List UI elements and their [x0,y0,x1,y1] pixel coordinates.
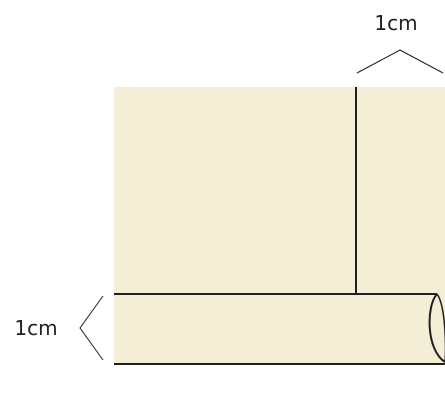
left-dimension-label: 1cm [14,316,57,340]
top-dimension-label: 1cm [374,11,417,35]
paper-sheet [114,87,445,364]
top-dimension-bracket [356,49,444,74]
left-dimension-bracket [79,295,104,361]
rolled-strip-end-curl [428,293,445,363]
